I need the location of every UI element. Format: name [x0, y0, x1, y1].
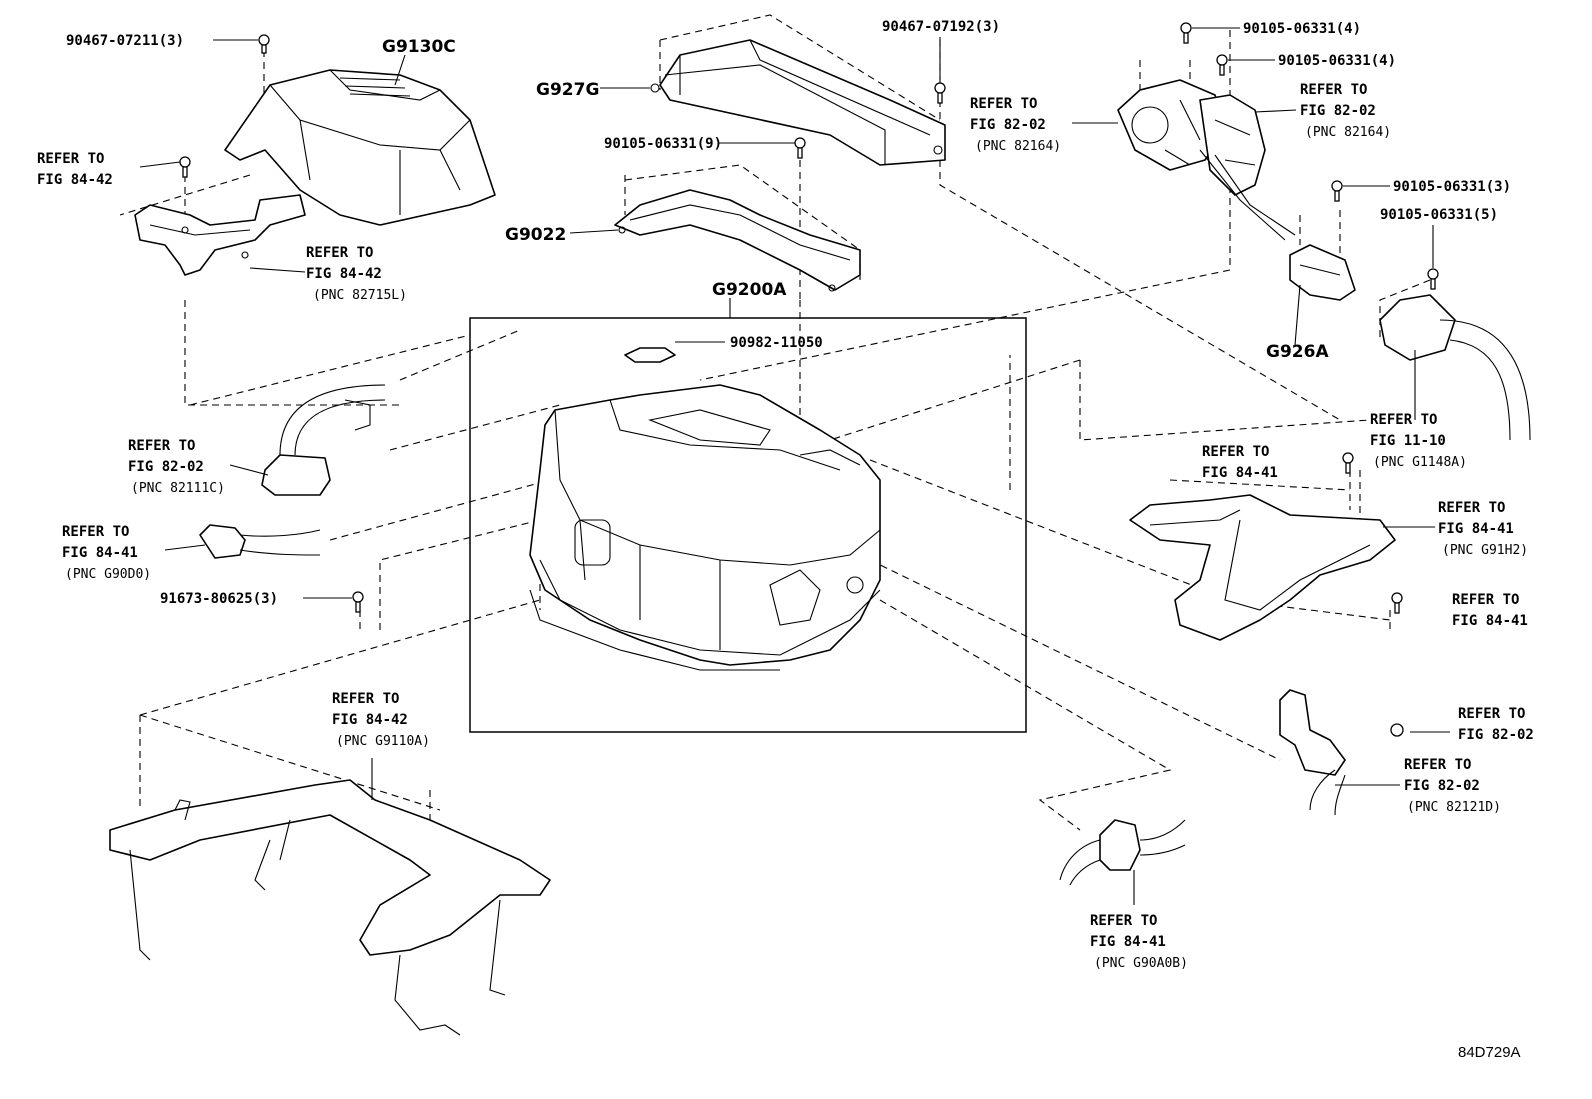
callout-pnc-g91h2: (PNC G91H2) [1442, 543, 1528, 558]
callout-g9130c: G9130C [382, 37, 456, 57]
callout-refer-10: REFER TO [1452, 592, 1519, 608]
callout-fig-6: FIG 84-41 [62, 545, 138, 561]
leader-lines [139, 27, 1450, 905]
hose-g1148a [1379, 294, 1531, 441]
callout-fig-11: FIG 84-42 [332, 712, 408, 728]
callout-refer-7: REFER TO [1370, 412, 1437, 428]
callout-g927g: G927G [536, 80, 599, 100]
callout-refer-11: REFER TO [332, 691, 399, 707]
callout-fig-3: FIG 82-02 [970, 117, 1046, 133]
callout-bolt-90105-06331-5: 90105-06331(5) [1380, 207, 1498, 223]
hose-g90a0b [1059, 819, 1186, 886]
callout-pnc-82164-right: (PNC 82164) [1305, 125, 1391, 140]
callout-bolt-90105-06331-9: 90105-06331(9) [604, 136, 722, 152]
frame-g9110a [109, 779, 551, 1036]
callout-bolt-90105-06331-4b: 90105-06331(4) [1278, 53, 1396, 69]
callout-refer-13: REFER TO [1404, 757, 1471, 773]
inverter-cover-g9130c [224, 69, 496, 226]
clamp-90982-11050 [624, 347, 676, 363]
callout-fig-4: FIG 82-02 [1300, 103, 1376, 119]
callout-fig-10: FIG 84-41 [1452, 613, 1528, 629]
callout-pnc-g90d0: (PNC G90D0) [65, 567, 151, 582]
callout-bolt-90105-06331-3: 90105-06331(3) [1393, 179, 1511, 195]
callout-pnc-g9110a: (PNC G9110A) [336, 734, 430, 749]
hose-82111c [261, 384, 386, 496]
callout-refer-14: REFER TO [1090, 913, 1157, 929]
callout-refer-9: REFER TO [1438, 500, 1505, 516]
callout-pnc-g1148a: (PNC G1148A) [1373, 455, 1467, 470]
callout-fig-12: FIG 82-02 [1458, 727, 1534, 743]
callout-refer-4: REFER TO [1300, 82, 1367, 98]
callout-bolt-90467-07211: 90467-07211(3) [66, 33, 184, 49]
connector-g926a [1289, 244, 1356, 301]
bolts [179, 22, 1439, 737]
callout-pnc-g90a0b: (PNC G90A0B) [1094, 956, 1188, 971]
callout-fig-1: FIG 84-42 [37, 172, 113, 188]
callout-bolt-90467-07192: 90467-07192(3) [882, 19, 1000, 35]
callout-g9200a: G9200A [712, 280, 787, 300]
hose-g90d0 [199, 524, 321, 559]
bracket-g9022 [614, 189, 861, 292]
callout-g9022: G9022 [505, 225, 566, 245]
callout-bolt-91673-80625: 91673-80625(3) [160, 591, 278, 607]
callout-refer-3: REFER TO [970, 96, 1037, 112]
callout-refer-2: REFER TO [306, 245, 373, 261]
callout-fig-8: FIG 84-41 [1202, 465, 1278, 481]
connector-82164-right [1199, 94, 1296, 241]
sensor-82121d [1279, 689, 1346, 816]
inverter-assembly-frame [469, 317, 1027, 733]
callout-pnc-82715l: (PNC 82715L) [313, 288, 407, 303]
callout-refer-12: REFER TO [1458, 706, 1525, 722]
callout-fig-7: FIG 11-10 [1370, 433, 1446, 449]
inverter-g9200a [529, 384, 881, 671]
callout-fig-14: FIG 84-41 [1090, 934, 1166, 950]
bracket-g927g [650, 39, 946, 166]
callout-fig-5: FIG 82-02 [128, 459, 204, 475]
callout-fig-13: FIG 82-02 [1404, 778, 1480, 794]
bracket-g91h2 [1129, 494, 1396, 641]
callout-clamp-90982-11050: 90982-11050 [730, 335, 823, 351]
callout-refer-8: REFER TO [1202, 444, 1269, 460]
assembly-guide-lines [119, 14, 1431, 880]
callout-g926a: G926A [1266, 342, 1329, 362]
callout-refer-5: REFER TO [128, 438, 195, 454]
callout-refer-1: REFER TO [37, 151, 104, 167]
callout-pnc-82164-left: (PNC 82164) [975, 139, 1061, 154]
bracket-82715l [134, 194, 306, 276]
callout-pnc-82111c: (PNC 82111C) [131, 481, 225, 496]
callout-fig-9: FIG 84-41 [1438, 521, 1514, 537]
callout-fig-2: FIG 84-42 [306, 266, 382, 282]
callout-labels: 90467-07211(3) G9130C REFER TO FIG 84-42… [37, 19, 1534, 1061]
callout-bolt-90105-06331-4a: 90105-06331(4) [1243, 21, 1361, 37]
callout-refer-6: REFER TO [62, 524, 129, 540]
diagram-code: 84D729A [1458, 1044, 1521, 1061]
callout-pnc-82121d: (PNC 82121D) [1407, 800, 1501, 815]
